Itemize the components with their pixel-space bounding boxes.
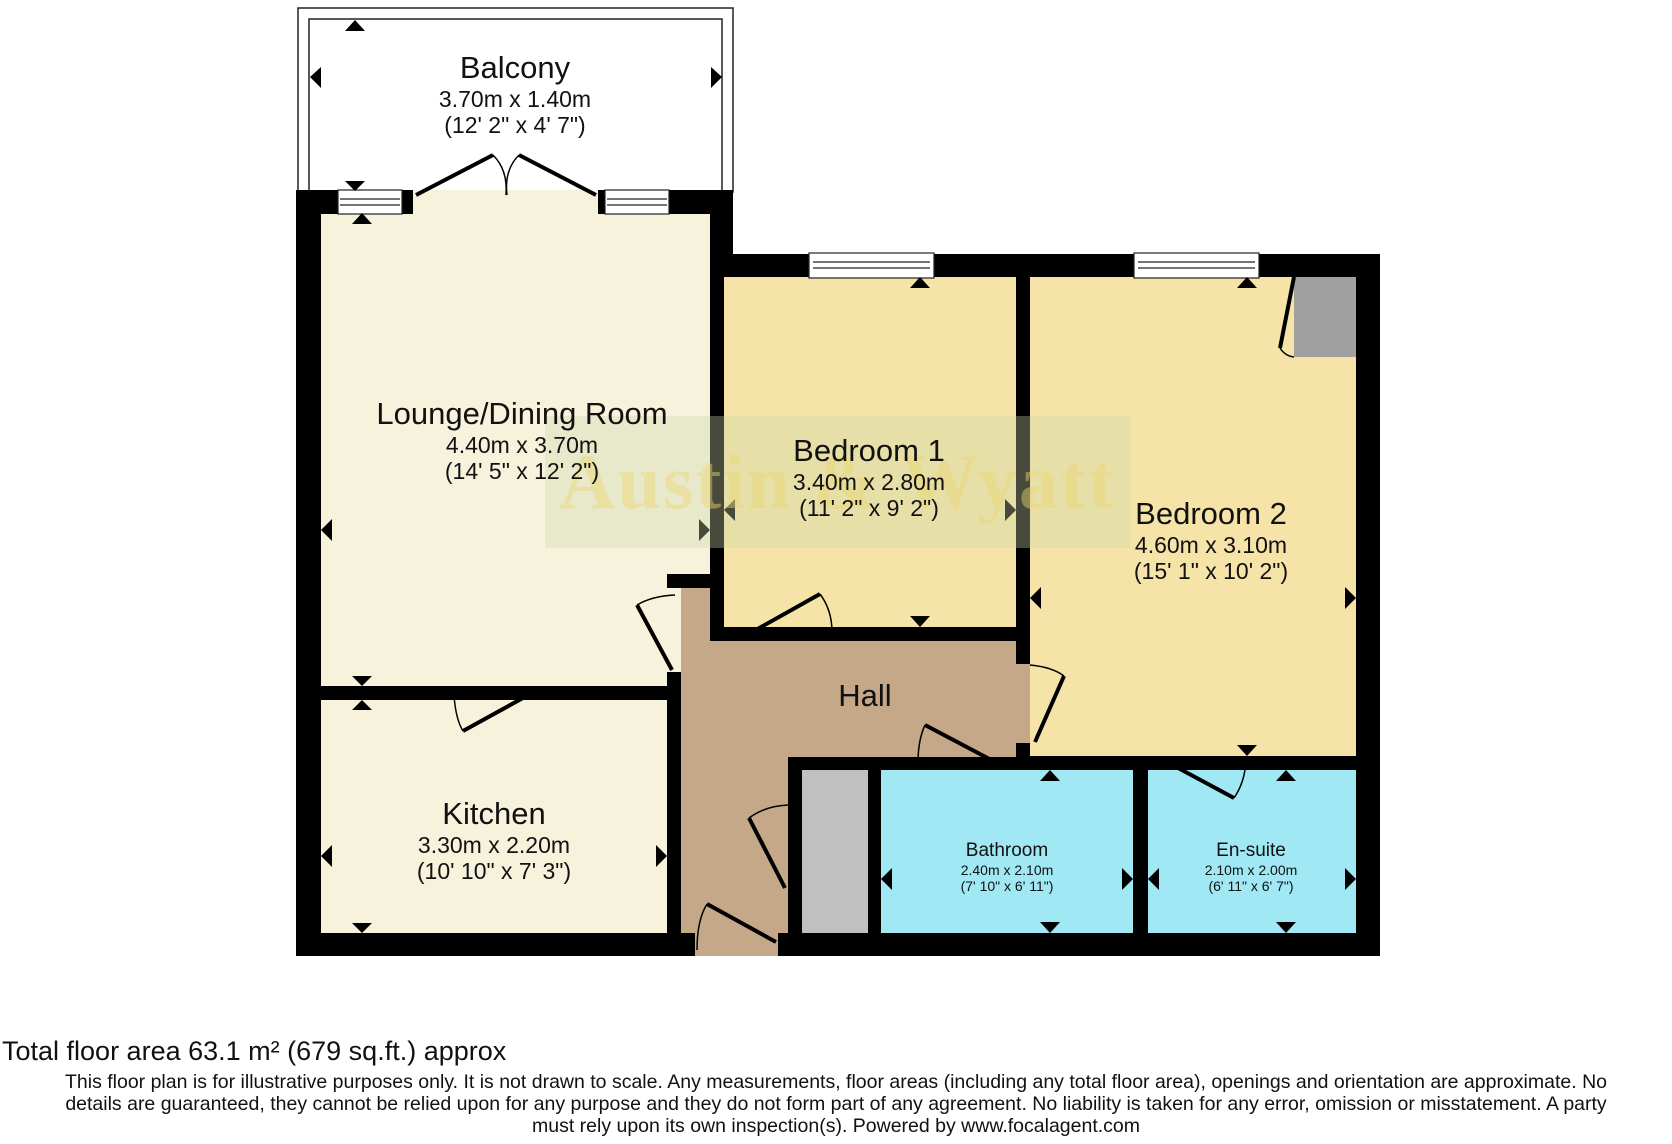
door-kitchen <box>453 691 533 733</box>
hall-corridor <box>1016 641 1030 755</box>
room-metric: 3.40m x 2.80m <box>792 468 946 495</box>
doors <box>415 153 1296 951</box>
door-ensuite <box>1166 759 1247 800</box>
bedroom1-fill <box>724 277 1016 627</box>
room-name: Kitchen <box>442 796 546 831</box>
window-bedroom2 <box>1133 252 1260 279</box>
room-metric: 3.70m x 1.40m <box>438 85 592 112</box>
room-imperial: (15' 1" x 10' 2") <box>1133 558 1289 585</box>
room-imperial: (6' 11" x 6' 7") <box>1208 877 1294 894</box>
disclaimer-line: This floor plan is for illustrative purp… <box>64 1071 1607 1093</box>
room-imperial: (7' 10" x 6' 11") <box>960 877 1054 894</box>
room-label-ensuite: En-suite 2.10m x 2.00m (6' 11" x 6' 7") <box>1205 840 1298 894</box>
wardrobe-door <box>1278 276 1296 358</box>
room-label-balcony: Balcony 3.70m x 1.40m (12' 2" x 4' 7") <box>439 50 591 139</box>
room-name: Bathroom <box>965 840 1049 861</box>
room-name: Balcony <box>459 50 571 85</box>
door-lounge-hall <box>635 594 676 671</box>
room-metric: 3.30m x 2.20m <box>417 831 571 858</box>
room-imperial: (10' 10" x 7' 3") <box>416 858 572 885</box>
room-imperial: (11' 2" x 9' 2") <box>799 495 939 522</box>
room-label-bedroom1: Bedroom 1 3.40m x 2.80m (11' 2" x 9' 2") <box>793 433 945 522</box>
bathroom-fill <box>881 770 1133 933</box>
disclaimer-line: details are guaranteed, they cannot be r… <box>65 1093 1607 1115</box>
room-imperial: (12' 2" x 4' 7") <box>444 112 586 139</box>
dimension-markers <box>310 20 1356 933</box>
window-bedroom1 <box>808 252 935 279</box>
windows <box>337 189 1260 279</box>
room-label-kitchen: Kitchen 3.30m x 2.20m (10' 10" x 7' 3") <box>417 796 571 885</box>
room-name: Lounge/Dining Room <box>376 396 668 431</box>
room-metric: 2.40m x 2.10m <box>960 861 1054 878</box>
disclaimer-line: must rely upon its own inspection(s). Po… <box>531 1115 1141 1137</box>
disclaimer: This floor plan is for illustrative purp… <box>0 1071 1672 1137</box>
room-label-lounge: Lounge/Dining Room 4.40m x 3.70m (14' 5"… <box>376 396 667 485</box>
window-lounge-left <box>337 189 403 215</box>
total-floor-area: Total floor area 63.1 m² (679 sq.ft.) ap… <box>2 1036 507 1066</box>
room-imperial: (14' 5" x 12' 2") <box>444 458 600 485</box>
hall-fill <box>681 587 1016 956</box>
lounge-fill <box>321 214 710 686</box>
room-metric: 2.10m x 2.00m <box>1204 861 1298 878</box>
interior-walls <box>321 254 1380 956</box>
room-metric: 4.60m x 3.10m <box>1134 531 1288 558</box>
door-entrance <box>696 902 777 951</box>
room-label-hall: Hall <box>838 678 891 714</box>
balcony-outline <box>297 7 734 193</box>
room-name: Bedroom 2 <box>1135 496 1287 531</box>
door-balcony <box>415 153 597 197</box>
ensuite-fill <box>1148 770 1356 933</box>
room-label-bathroom: Bathroom 2.40m x 2.10m (7' 10" x 6' 11") <box>961 840 1054 894</box>
cupboard-fill <box>802 770 868 933</box>
door-cupboard <box>747 804 789 889</box>
door-bedroom2 <box>1029 664 1066 743</box>
window-lounge-right <box>604 189 670 215</box>
room-metric: 4.40m x 3.70m <box>445 431 599 458</box>
door-bedroom1 <box>753 592 833 633</box>
room-fills <box>321 214 1356 956</box>
room-label-bedroom2: Bedroom 2 4.60m x 3.10m (15' 1" x 10' 2"… <box>1134 496 1288 585</box>
kitchen-fill <box>321 700 668 933</box>
door-bathroom <box>917 723 998 765</box>
room-name: Bedroom 1 <box>793 433 945 468</box>
room-name: En-suite <box>1216 840 1286 861</box>
room-name: Hall <box>838 678 892 713</box>
wardrobe-fill <box>1294 277 1356 357</box>
